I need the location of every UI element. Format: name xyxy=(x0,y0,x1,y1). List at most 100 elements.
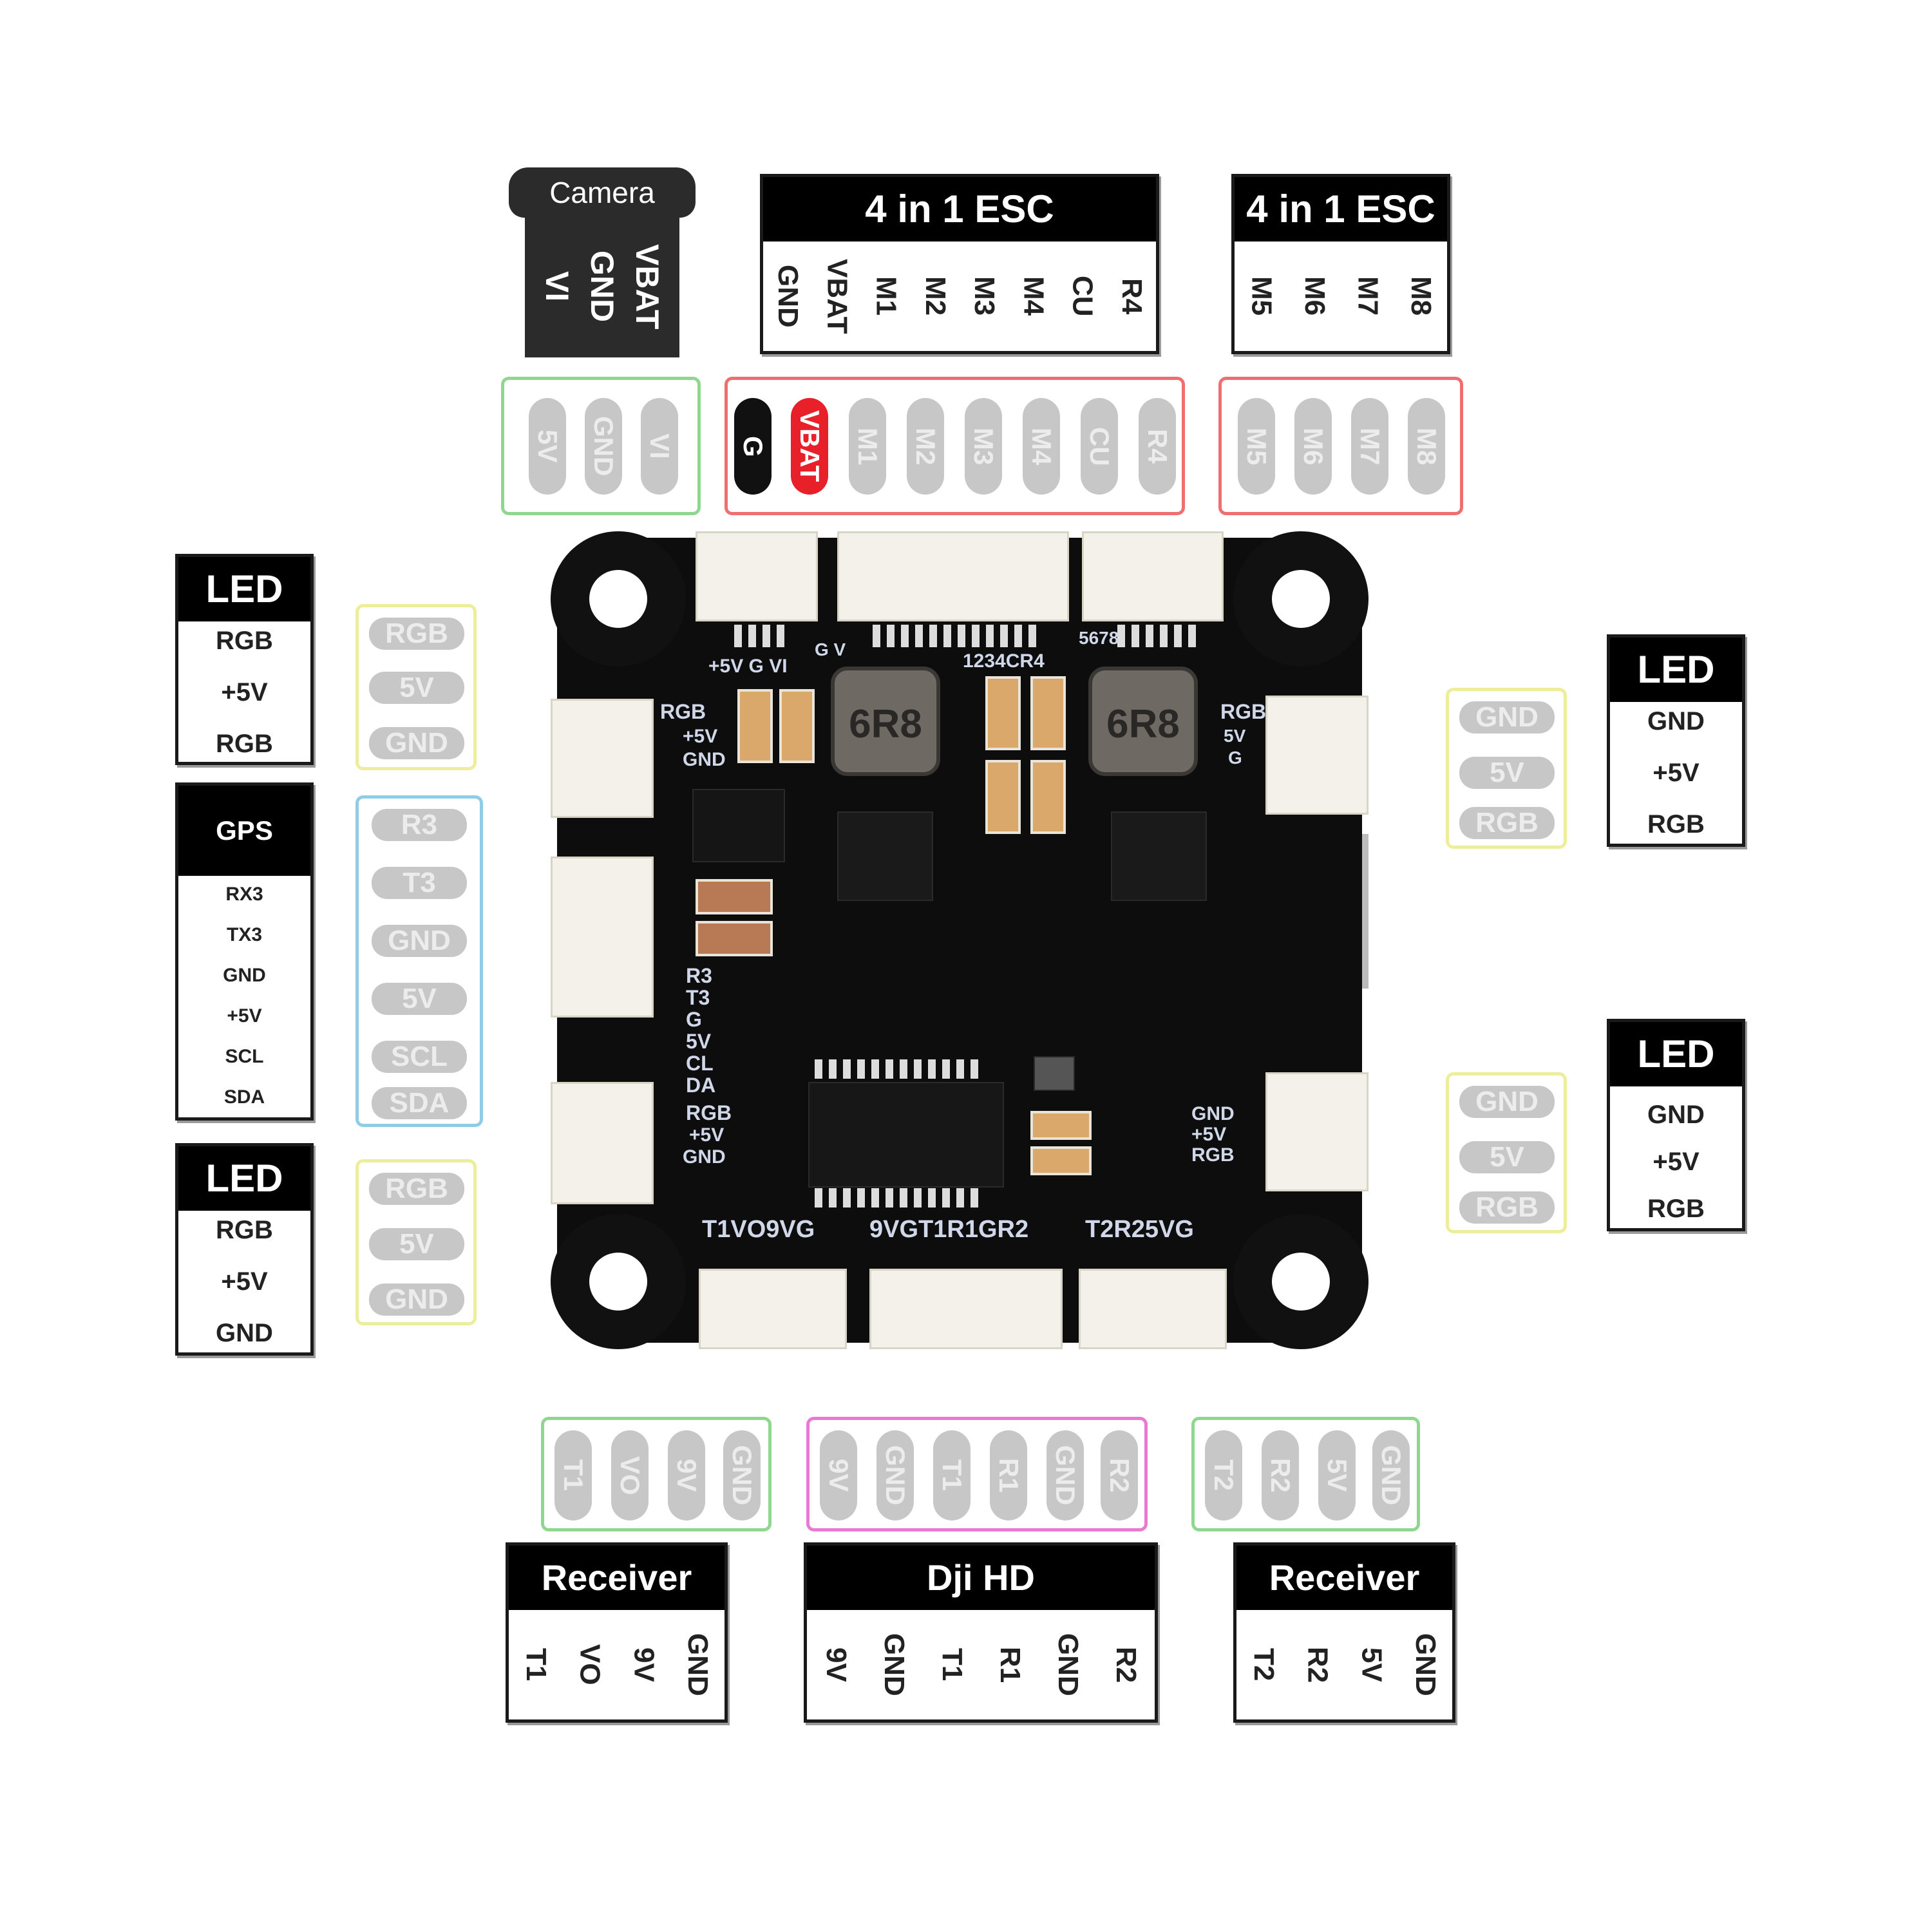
pad: M4 xyxy=(1023,398,1060,495)
esc-a-pin-label: VBAT xyxy=(821,258,853,334)
gps-pin-label: TX3 xyxy=(226,924,263,945)
pad: GND xyxy=(876,1430,914,1520)
dji-pin-label: R2 xyxy=(1110,1646,1142,1683)
pad: R3 xyxy=(372,809,467,841)
pad: SDA xyxy=(372,1087,467,1119)
mosfet-chip xyxy=(837,811,933,901)
silk-label: +5V G VI xyxy=(708,656,788,677)
esc-b-pin-label: M8 xyxy=(1405,276,1437,316)
jst-connector xyxy=(696,531,818,621)
receiver-title: Receiver xyxy=(1236,1546,1452,1610)
silk-label: R3 xyxy=(686,964,712,987)
jst-connector xyxy=(869,1269,1063,1349)
led-pin-label: GND xyxy=(216,1319,273,1347)
gps-connector: GPS RX3 TX3 GND +5V SCL SDA xyxy=(175,782,314,1121)
flight-controller-board: +5V G VI G V 1234CR4 5678 RGB +5V GND R3… xyxy=(551,531,1368,1349)
pad: GND xyxy=(369,727,464,759)
capacitor xyxy=(696,879,773,914)
led-title: LED xyxy=(1610,1022,1742,1086)
led-pin-label: +5V xyxy=(1653,1148,1700,1176)
led-connector-left-top: LED RGB +5V RGB xyxy=(175,554,314,765)
pad: T2 xyxy=(1205,1430,1242,1520)
inductor: 6R8 xyxy=(831,667,940,776)
receiver-connector-2: Receiver T2 R2 5V GND xyxy=(1233,1542,1455,1723)
capacitor xyxy=(779,689,815,763)
esc-connector-a: 4 in 1 ESC GND VBAT M1 M2 M3 M4 CU R4 xyxy=(760,174,1159,354)
pad: R4 xyxy=(1139,398,1176,495)
capacitor xyxy=(985,760,1021,834)
pad: GND xyxy=(1459,1086,1555,1118)
pad: CU xyxy=(1081,398,1118,495)
receiver-pin-label: 5V xyxy=(1356,1647,1388,1682)
jst-connector xyxy=(1265,696,1368,815)
led-pin-label: +5V xyxy=(221,678,268,706)
pad: 5V xyxy=(369,672,464,704)
pad: VO xyxy=(611,1430,649,1520)
capacitor xyxy=(1030,1146,1092,1175)
led-pin-label: +5V xyxy=(221,1267,268,1296)
pad: VI xyxy=(641,398,678,495)
silk-label: RGB xyxy=(1220,700,1267,723)
receiver-pin-label: 9V xyxy=(628,1647,660,1682)
dji-pin-label: GND xyxy=(878,1633,910,1696)
esc-a-pin-label: M3 xyxy=(969,276,1001,316)
inductor-marking: 6R8 xyxy=(849,702,922,746)
pad: 5V xyxy=(529,398,566,495)
esc-b-title: 4 in 1 ESC xyxy=(1235,177,1447,242)
silk-label: T1VO9VG xyxy=(702,1216,815,1243)
pad: M6 xyxy=(1294,398,1332,495)
gps-pin-label: SCL xyxy=(225,1046,264,1067)
mounting-hole xyxy=(551,1214,686,1349)
esc-connector-b: 4 in 1 ESC M5 M6 M7 M8 xyxy=(1231,174,1450,354)
pad-group-led-left-bottom: RGB 5V GND xyxy=(355,1159,477,1325)
silk-label: 1234CR4 xyxy=(963,650,1045,672)
camera-connector: Camera VBAT GND VI xyxy=(509,167,696,357)
silk-label: 5V xyxy=(686,1030,712,1053)
pad: M5 xyxy=(1238,398,1275,495)
silk-label: G xyxy=(686,1008,702,1031)
inductor: 6R8 xyxy=(1088,667,1198,776)
jst-connector xyxy=(551,1082,654,1204)
pad: 5V xyxy=(369,1228,464,1260)
silk-label: 5678 xyxy=(1079,628,1119,648)
regulator-chip xyxy=(692,789,785,862)
capacitor xyxy=(1030,676,1066,750)
gps-title: GPS xyxy=(178,786,310,876)
led-pin-label: GND xyxy=(1647,1101,1705,1129)
silk-label: T2R25VG xyxy=(1085,1216,1194,1243)
pad: 9V xyxy=(820,1430,857,1520)
pcb xyxy=(557,538,1362,1343)
pad: M2 xyxy=(907,398,944,495)
silk-label: GND xyxy=(683,749,726,770)
pad-group-receiver-1: T1 VO 9V GND xyxy=(541,1417,772,1531)
jst-connector xyxy=(551,699,654,818)
pad: R1 xyxy=(990,1430,1027,1520)
esc-a-pin-label: M4 xyxy=(1018,276,1050,316)
receiver-pin-label: R2 xyxy=(1302,1646,1334,1683)
pad: M3 xyxy=(965,398,1002,495)
silk-label: 9VGT1R1GR2 xyxy=(869,1216,1029,1243)
osd-chip xyxy=(808,1082,1004,1188)
led-pin-label: RGB xyxy=(216,1216,273,1244)
pad: 5V xyxy=(1459,1141,1555,1173)
inductor-marking: 6R8 xyxy=(1106,702,1180,746)
camera-pin-label: GND xyxy=(584,251,620,323)
pad: R2 xyxy=(1262,1430,1299,1520)
dji-pin-label: 9V xyxy=(820,1647,852,1682)
jst-connector xyxy=(551,857,654,1018)
esc-a-title: 4 in 1 ESC xyxy=(763,177,1156,242)
silk-label: RGB xyxy=(686,1101,732,1124)
pad-ground: G xyxy=(734,398,772,495)
silk-label: T3 xyxy=(686,986,710,1009)
led-connector-right-bottom: LED GND +5V RGB xyxy=(1607,1019,1745,1231)
silk-label: DA xyxy=(686,1074,716,1097)
jst-connector xyxy=(1265,1072,1368,1191)
silk-label: GND xyxy=(1191,1103,1235,1124)
pad: SCL xyxy=(372,1041,467,1073)
capacitor xyxy=(696,921,773,956)
camera-body xyxy=(525,213,679,357)
pad: RGB xyxy=(369,618,464,650)
receiver-pin-label: T2 xyxy=(1247,1648,1280,1681)
esc-b-pin-label: M7 xyxy=(1352,276,1384,316)
led-title: LED xyxy=(178,557,310,621)
